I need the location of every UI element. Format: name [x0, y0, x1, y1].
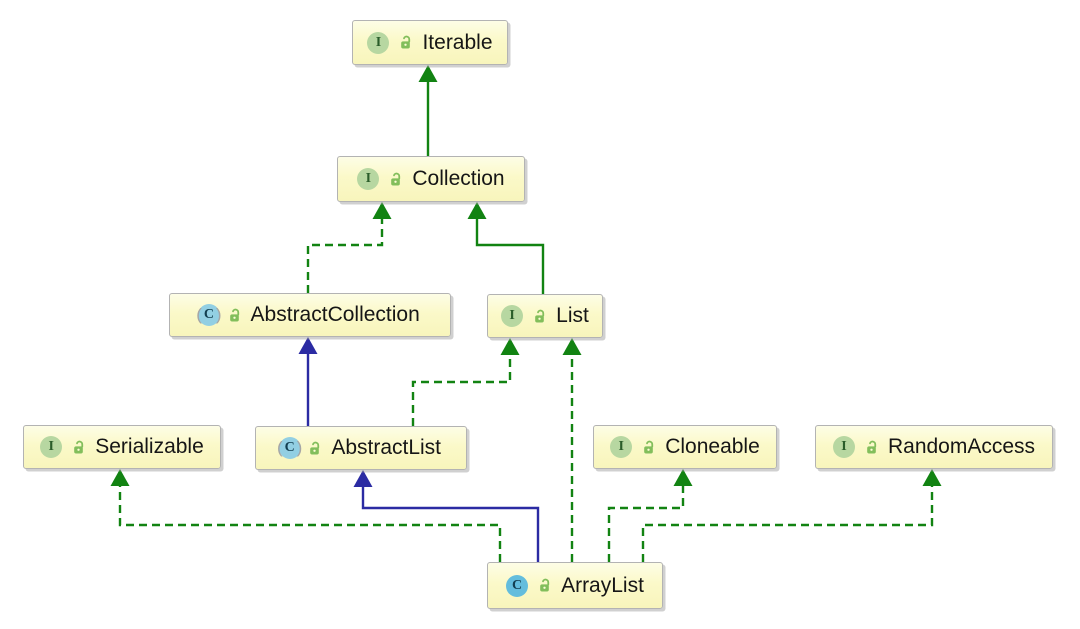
arrowhead-abstract-collection-to-collection [372, 202, 392, 219]
abstract-class-icon: (C) [196, 304, 222, 326]
node-collection[interactable]: I Collection [337, 156, 525, 202]
node-label: Iterable [422, 30, 493, 54]
arrowhead-abstract-list-to-list [500, 338, 520, 355]
node-abstract-collection[interactable]: (C) AbstractCollection [169, 293, 451, 337]
interface-icon: I [357, 168, 380, 190]
node-serializable[interactable]: I Serializable [23, 425, 221, 469]
node-cloneable[interactable]: I Cloneable [593, 425, 777, 469]
edge-abstract-list-to-list [411, 355, 512, 426]
node-label: AbstractCollection [250, 303, 420, 326]
public-lock-icon [540, 578, 550, 592]
arrowhead-array-list-to-random-access [922, 469, 942, 486]
public-lock-icon [535, 309, 545, 322]
arrowhead-abstract-list-to-abstract-collection [298, 337, 318, 354]
public-lock-icon [74, 440, 84, 453]
interface-icon: I [832, 436, 855, 458]
edge-array-list-to-random-access [641, 486, 934, 562]
node-label: RandomAccess [887, 435, 1036, 458]
public-lock-icon [310, 441, 320, 454]
node-label: Collection [412, 167, 505, 190]
edge-list-to-collection [475, 219, 545, 294]
node-list[interactable]: I List [487, 294, 603, 338]
edge-array-list-to-serializable [118, 486, 502, 562]
node-label: AbstractList [331, 436, 442, 459]
abstract-class-icon: (C) [277, 437, 302, 459]
edge-array-list-to-abstract-list [361, 487, 540, 562]
interface-icon: I [367, 31, 390, 54]
node-iterable[interactable]: I Iterable [352, 20, 508, 65]
arrowhead-collection-to-iterable [418, 65, 438, 82]
node-label: ArrayList [561, 573, 644, 597]
arrowhead-array-list-to-serializable [110, 469, 130, 486]
public-lock-icon [229, 308, 239, 321]
arrowhead-array-list-to-list [562, 338, 582, 355]
public-lock-icon [391, 172, 401, 185]
class-icon: C [506, 574, 529, 597]
interface-icon: I [501, 305, 524, 327]
arrowhead-array-list-to-cloneable [673, 469, 693, 486]
arrowhead-array-list-to-abstract-list [353, 470, 373, 487]
public-lock-icon [644, 440, 654, 453]
node-array-list[interactable]: C ArrayList [487, 562, 663, 609]
edge-abstract-collection-to-collection [306, 219, 384, 293]
node-label: Serializable [95, 435, 204, 458]
public-lock-icon [401, 35, 411, 49]
interface-icon: I [40, 436, 63, 458]
arrowhead-list-to-collection [467, 202, 487, 219]
node-label: List [556, 304, 589, 327]
interface-icon: I [610, 436, 633, 458]
public-lock-icon [867, 440, 877, 453]
node-label: Cloneable [665, 435, 760, 458]
node-random-access[interactable]: I RandomAccess [815, 425, 1053, 469]
node-abstract-list[interactable]: (C) AbstractList [255, 426, 467, 470]
edge-array-list-to-cloneable [607, 486, 685, 562]
